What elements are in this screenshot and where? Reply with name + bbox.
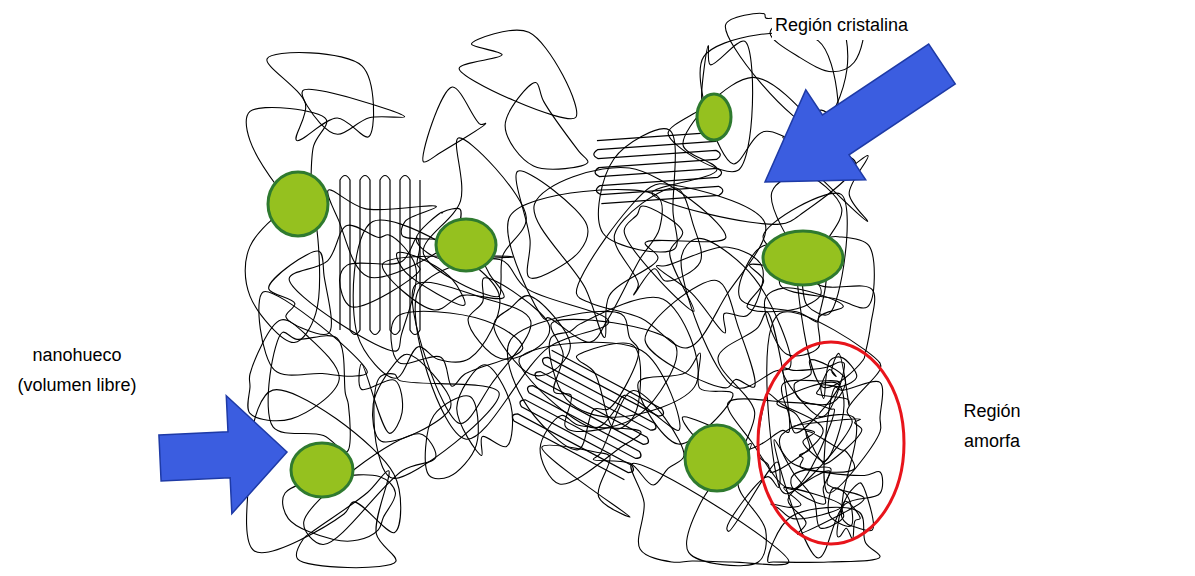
polymer-chain	[668, 41, 753, 172]
nanohole	[697, 94, 731, 140]
nanohole	[763, 231, 843, 285]
polymer-chain	[508, 190, 663, 343]
polymer-chain	[459, 30, 577, 119]
pointer-arrows	[159, 44, 955, 514]
polymer-chain	[516, 171, 588, 278]
polymer-chain	[468, 278, 550, 359]
polymer-chain	[781, 380, 839, 433]
label-slot: nanohueco (volumen libre)	[2, 340, 152, 400]
region-label: Región amorfa	[944, 396, 1040, 456]
folded-chain-lamella	[511, 349, 665, 482]
polymer-chain	[505, 82, 588, 169]
polymer-chain	[824, 381, 883, 493]
polymer-chain	[268, 332, 350, 452]
nanohole	[291, 443, 353, 497]
block-arrow	[765, 44, 955, 182]
polymer-chain	[507, 311, 638, 449]
polymer-chain	[794, 360, 846, 405]
folded-chain-lamella	[593, 132, 723, 204]
polymer-chain	[391, 311, 523, 386]
polymer-chain	[423, 138, 526, 297]
label-slot: Región amorfa	[944, 396, 1040, 456]
polymer-chain	[771, 487, 842, 518]
polymer-chain	[542, 445, 630, 517]
polymer-chain	[423, 87, 486, 162]
polymer-chain	[763, 193, 847, 315]
polymer-chain	[791, 467, 831, 504]
polymer-chain	[267, 53, 374, 141]
label-slot: Región cristalina	[772, 10, 911, 40]
amorphous-chains	[245, 11, 882, 568]
nanohole	[685, 425, 749, 491]
folded-chain-lamella	[340, 176, 420, 335]
polymer-chain	[359, 364, 403, 434]
block-arrow	[159, 396, 287, 514]
crystalline-lamellae	[340, 132, 723, 481]
polymer-chain	[425, 396, 478, 479]
polymer-chain	[656, 247, 763, 333]
polymer-chain	[841, 483, 873, 531]
region-label: Región cristalina	[772, 10, 911, 40]
nanohole	[268, 172, 328, 236]
polymer-chain	[799, 431, 854, 472]
polymer-chain	[374, 374, 499, 479]
amorphous-region-ring	[758, 342, 904, 544]
polymer-chain	[788, 471, 864, 535]
polymer-chain	[837, 501, 860, 539]
polymer-chain	[373, 354, 451, 442]
polymer-chain	[412, 282, 531, 423]
polymer-chain	[248, 320, 339, 421]
polymer-chain	[645, 280, 755, 388]
polymer-chain	[758, 393, 823, 472]
polymer-chain	[779, 414, 856, 528]
polymer-chain	[783, 362, 845, 417]
polymer-chain	[828, 488, 852, 526]
region-label: nanohueco (volumen libre)	[2, 340, 152, 400]
polymer-chain	[457, 365, 513, 456]
nanohole	[436, 219, 496, 271]
polymer-chain	[624, 206, 694, 311]
polymer-chain	[415, 259, 609, 440]
polymer-chain	[821, 357, 857, 399]
